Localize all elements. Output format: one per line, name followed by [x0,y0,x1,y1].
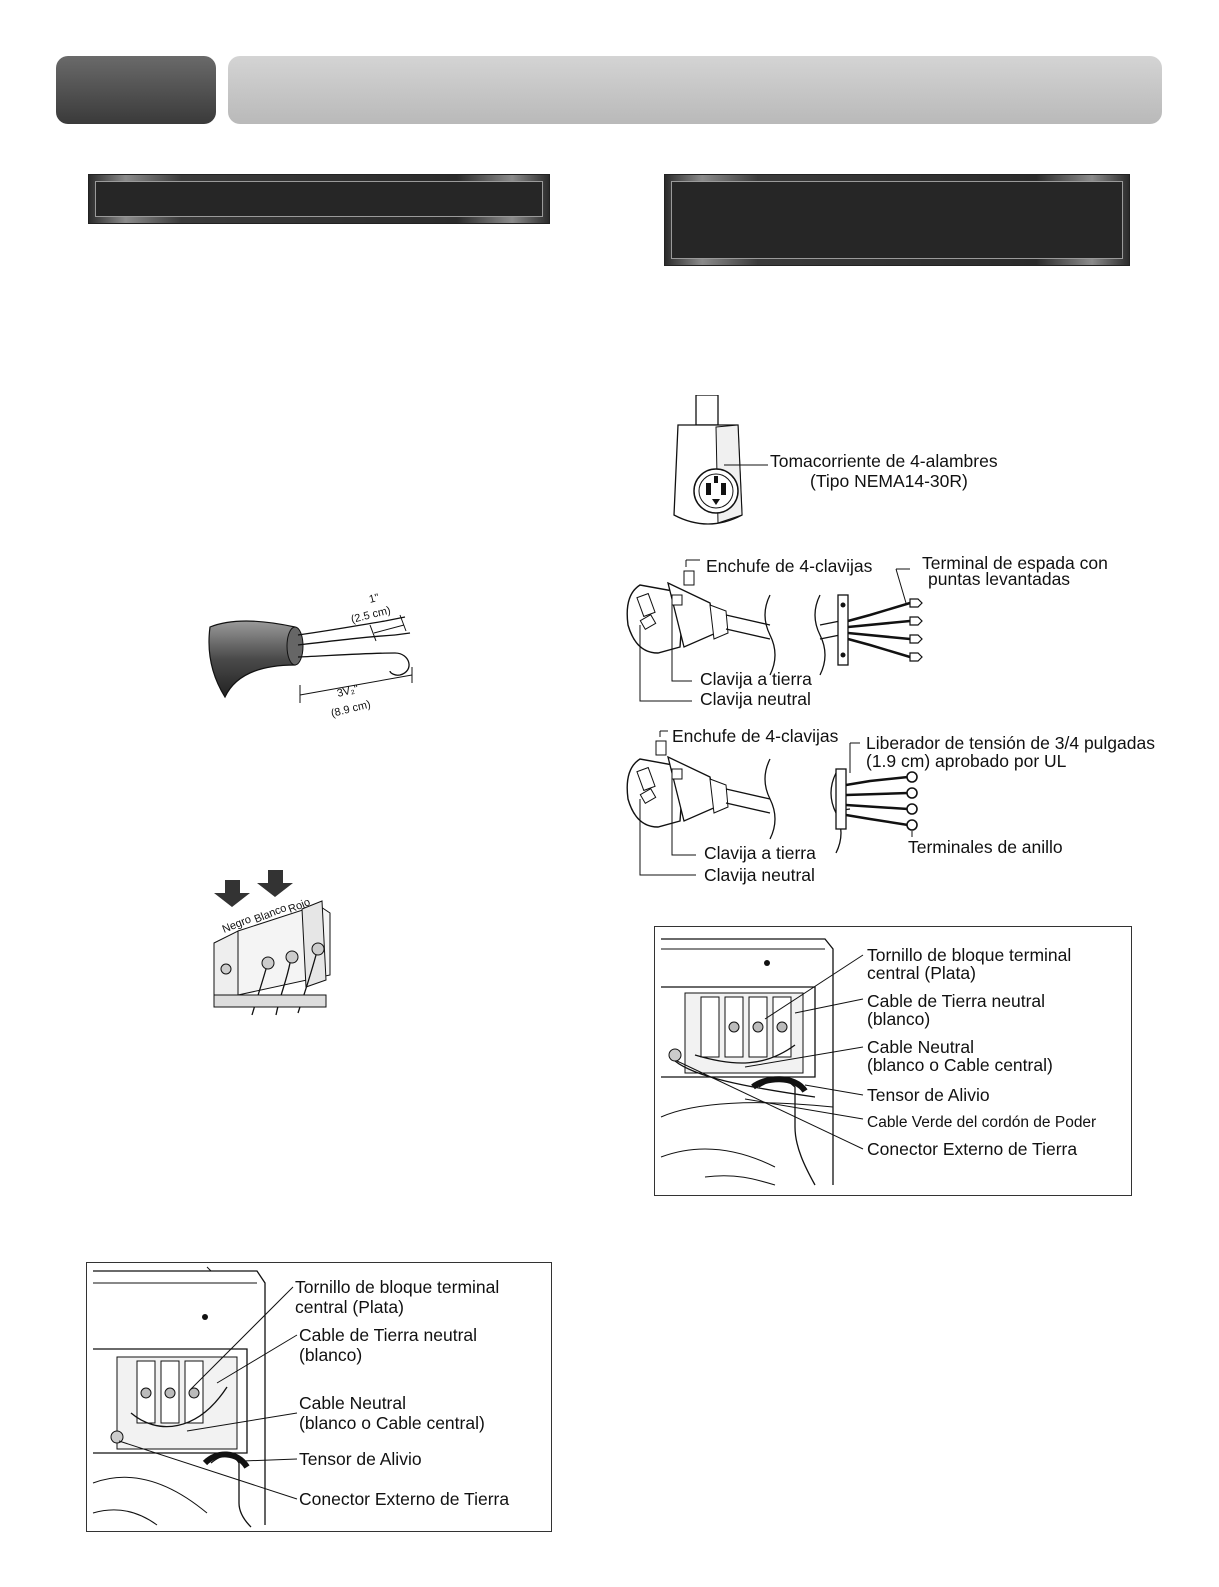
ring-ground-label: Clavija a tierra [704,843,816,863]
receptacle-label-1: Tomacorriente de 4-alambres [770,451,998,471]
spade-terminal-label-2: puntas levantadas [928,569,1070,589]
spade-neutral-label: Clavija neutral [700,689,811,709]
ring-neutral-label: Clavija neutral [704,865,815,885]
three-wire-illustration: Tornillo de bloque terminal central (Pla… [92,1266,509,1528]
four-wire-relief-label: Tensor de Alivio [867,1085,990,1105]
receptacle-label-2: (Tipo NEMA14-30R) [810,471,968,491]
three-wire-screw-label-2: central (Plata) [295,1297,404,1317]
four-wire-neutral-label-2: (blanco o Cable central) [867,1055,1053,1075]
ring-plug-label: Enchufe de 4-clavijas [672,726,839,746]
three-wire-neutral-label-1: Cable Neutral [299,1393,406,1413]
four-wire-ground-label-1: Cable de Tierra neutral [867,991,1045,1011]
ring-relief-label-2: (1.9 cm) aprobado por UL [866,751,1067,771]
terminal-block-diagram: Negro Blanco Rojo [213,870,331,1016]
page-header-bar [228,56,1162,124]
plug-ring-diagram: Enchufe de 4-clavijas Liberador de tensi… [626,726,1155,885]
plug-spade-diagram: Enchufe de 4-clavijas Terminal de espada… [626,555,1108,709]
arrow-down-icon [257,870,293,897]
ring-terminals-label: Terminales de anillo [908,837,1063,857]
spade-terminal-label-1: Terminal de espada con [922,555,1108,573]
four-wire-green-label: Cable Verde del cordón de Poder [867,1114,1096,1131]
three-wire-relief-label: Tensor de Alivio [299,1449,422,1469]
receptacle-diagram: Tomacorriente de 4-alambres (Tipo NEMA14… [673,395,998,525]
ring-relief-label-1: Liberador de tensión de 3/4 pulgadas [866,733,1155,753]
three-wire-external-label: Conector Externo de Tierra [299,1489,509,1509]
four-wire-ground-label-2: (blanco) [867,1009,930,1029]
three-wire-neutral-label-2: (blanco o Cable central) [299,1413,485,1433]
four-wire-connection-figure: Tornillo de bloque terminal central (Pla… [654,926,1132,1196]
strip-long-cm-label: (8.9 cm) [330,699,372,720]
four-wire-illustration: Tornillo de bloque terminal central (Pla… [660,938,1096,1186]
arrow-down-icon [214,880,250,907]
four-wire-screw-label-2: central (Plata) [867,963,976,983]
strip-long-label: 3V₂" [336,683,360,700]
three-wire-connection-figure: Tornillo de bloque terminal central (Pla… [86,1262,552,1532]
chapter-tab [56,56,216,124]
wire-strip-diagram: 1" (2.5 cm) 3V₂" (8.9 cm) [208,592,413,720]
four-wire-neutral-label-1: Cable Neutral [867,1037,974,1057]
three-wire-ground-label-2: (blanco) [299,1345,362,1365]
three-wire-ground-label-1: Cable de Tierra neutral [299,1325,477,1345]
strip-short-label: 1" [368,592,381,606]
three-wire-screw-label-1: Tornillo de bloque terminal [295,1277,499,1297]
section-header-right [664,174,1130,266]
four-wire-external-label: Conector Externo de Tierra [867,1139,1077,1159]
spade-plug-label: Enchufe de 4-clavijas [706,556,873,576]
section-header-left [88,174,550,224]
spade-ground-label: Clavija a tierra [700,669,812,689]
four-wire-screw-label-1: Tornillo de bloque terminal [867,945,1071,965]
